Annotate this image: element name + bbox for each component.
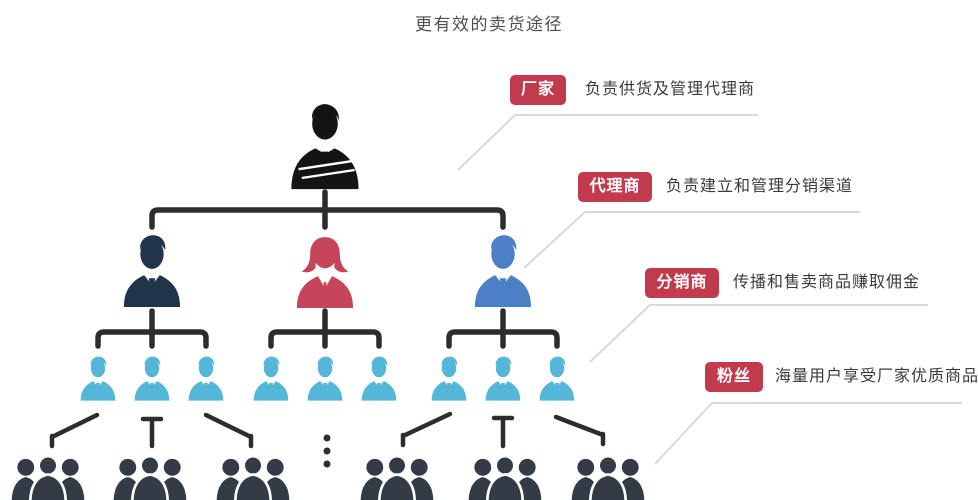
badge-label: 分销商 — [656, 274, 708, 291]
distributor-icon — [533, 349, 581, 407]
agent-blue-icon — [464, 228, 542, 312]
badge-label: 粉丝 — [716, 368, 751, 385]
distributor-icon — [74, 349, 122, 407]
distributor-icon — [182, 349, 230, 407]
badge-label: 厂家 — [520, 81, 555, 98]
distributor-icon — [425, 349, 473, 407]
manufacturer-icon — [281, 97, 369, 195]
fans-crowd-icon — [110, 451, 190, 500]
fans-crowd-icon — [568, 451, 648, 500]
fans-crowd-icon — [357, 451, 437, 500]
ellipsis-dots — [323, 434, 331, 468]
distributor-icon — [355, 349, 403, 407]
distributor-icon — [479, 349, 527, 407]
desc-manufacturer: 负责供货及管理代理商 — [585, 81, 756, 98]
badge-agent: 代理商 — [578, 172, 652, 202]
agent-navy-icon — [113, 228, 191, 312]
page-title: 更有效的卖货途径 — [415, 15, 563, 34]
badge-fans: 粉丝 — [705, 362, 763, 392]
desc-agent: 负责建立和管理分销渠道 — [666, 178, 854, 195]
badge-label: 代理商 — [589, 178, 641, 195]
annotation-leader-lines — [457, 114, 962, 465]
fans-crowd-icon — [213, 451, 293, 500]
desc-distributor: 传播和售卖商品赚取佣金 — [733, 274, 921, 291]
distributor-icon — [301, 349, 349, 407]
fans-crowd-icon — [8, 451, 88, 500]
badge-manufacturer: 厂家 — [510, 75, 566, 105]
fans-crowd-icon — [465, 451, 545, 500]
agent-female-icon — [286, 229, 364, 313]
distributor-icon — [128, 349, 176, 407]
distributor-icon — [247, 349, 295, 407]
desc-fans: 海量用户享受厂家优质商品 — [775, 368, 978, 385]
badge-distributor: 分销商 — [645, 268, 719, 298]
